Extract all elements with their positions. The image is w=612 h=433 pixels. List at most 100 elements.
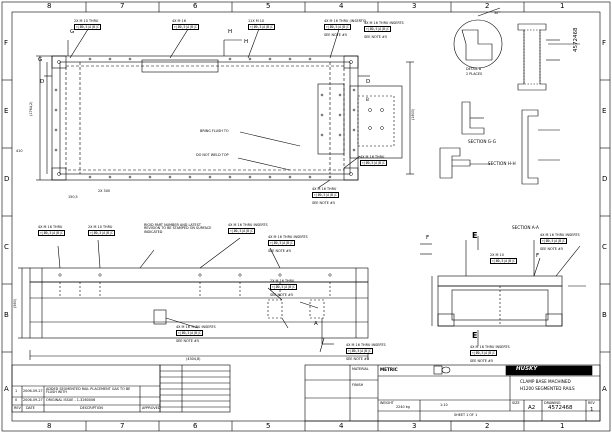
callout-front-5: 4X M 16 THRU INSERTS — [268, 235, 308, 239]
title-line-2: H1200 SEGMENTED RAILS — [520, 386, 575, 391]
detail-b-scale: 2 PLACES — [466, 72, 483, 76]
fcf-frame: ⌖|Ø0,5|A|B|C — [268, 240, 295, 246]
dim-top-inner: (1800) — [411, 108, 415, 120]
dim-top-height: (1764,2) — [29, 101, 33, 116]
rev-0-date: 2006-09-27 — [23, 398, 43, 402]
front-view-body — [29, 281, 369, 339]
zone-bottom-1: 1 — [560, 422, 565, 430]
fcf-frame: ⌖|Ø0,5|A|B|C — [490, 258, 517, 264]
top-view-outline — [51, 55, 359, 181]
zone-left-c: C — [4, 243, 9, 251]
fcf-frame: ⌖|Ø0,5|A|B|C — [172, 24, 199, 30]
zone-bottom-6: 6 — [193, 422, 198, 430]
section-f-outline — [521, 109, 539, 185]
section-mark-a: A — [314, 321, 318, 327]
rev-label: REV — [588, 401, 595, 405]
rev-header-desc: DESCRIPTION — [80, 406, 103, 410]
callout-top-7: SEE NOTE #5 — [364, 35, 388, 39]
rev-header-date: DATE — [26, 406, 35, 410]
title-block — [304, 364, 601, 422]
fcf-frame: ⌖|Ø0,5|A|B|C — [364, 26, 391, 32]
zone-bottom-5: 5 — [266, 422, 271, 430]
callout-a-5: SEE NOTE #5 — [470, 359, 494, 363]
zone-right-e: E — [602, 107, 607, 115]
material-label: MATERIAL — [352, 367, 369, 371]
rev-0-desc: ORIGINAL ISSUE - 1-3260006 — [46, 398, 96, 402]
section-mark-e2: E — [472, 331, 478, 340]
detail-angle: 30° — [494, 11, 501, 15]
zone-top-7: 7 — [120, 2, 125, 10]
dim-front-height: (560) — [13, 298, 17, 308]
zone-right-a: A — [602, 385, 607, 393]
zone-left-f: F — [4, 39, 9, 47]
section-mark-d1: D — [40, 79, 45, 85]
rev-value: 1 — [590, 407, 594, 413]
weight-value: 2240 kg — [396, 405, 410, 409]
section-mark-g2: G — [38, 57, 43, 63]
callout-top-3: 11X M 10 — [248, 19, 265, 23]
callout-top-13: 4X M 16 THRU — [360, 155, 385, 159]
callout-a-4: 4X M 16 THRU INSERTS — [470, 345, 510, 349]
zone-bottom-8: 8 — [47, 422, 52, 430]
zone-top-3: 3 — [412, 2, 417, 10]
dim-top-150: 150,5 — [68, 195, 78, 199]
drawing-number-vertical: 4572468 — [573, 27, 579, 53]
callout-front-8: SEE NOTE #5 — [270, 293, 294, 297]
zone-top-5: 5 — [266, 2, 271, 10]
title-line-1: CLAMP BASE MACHINED — [520, 379, 571, 384]
callout-a-3: SEE NOTE #5 — [540, 247, 564, 251]
detail-b-circle — [453, 19, 503, 69]
section-h-label: SECTION H-H — [488, 161, 516, 166]
sheet-value: SHEET 1 OF 1 — [454, 413, 478, 417]
rev-header-approved: APPROVED — [142, 406, 161, 410]
fcf-frame: ⌖|Ø0,5|A|B|C — [346, 348, 373, 354]
company-logo: HUSKY — [516, 366, 538, 372]
zone-right-d: D — [602, 175, 608, 183]
callout-top-11: 4X M 16 THRU — [312, 187, 337, 191]
detail-mark-b: B — [366, 97, 369, 102]
section-g-outline — [517, 23, 547, 91]
section-a-label: SECTION A-A — [512, 225, 539, 230]
fcf-frame: ⌖|Ø0,5|A|B|C — [470, 350, 497, 356]
dim-top-410: 410 — [16, 149, 23, 153]
rev-0-rev: 0 — [15, 398, 18, 402]
weight-label: WEIGHT — [380, 401, 394, 405]
scale-value: 1:10 — [440, 403, 448, 407]
fcf-frame: ⌖|Ø0,5|A|B|C — [312, 192, 339, 198]
callout-a-1: 4X M 16 THRU INSERTS — [540, 233, 580, 237]
section-g-label: SECTION G-G — [468, 139, 496, 144]
section-mark-f1: F — [426, 235, 430, 241]
section-mark-f2: F — [536, 253, 540, 259]
size-label: SIZE — [512, 401, 520, 405]
zone-left-d: D — [4, 175, 10, 183]
fcf-frame: ⌖|Ø0,5|A|B|C — [88, 230, 115, 236]
callout-top-2: 4X M 16 — [172, 19, 186, 23]
callout-front-12: SEE NOTE #5 — [346, 357, 370, 361]
zone-right-b: B — [602, 311, 607, 319]
callout-top-5: SEE NOTE #5 — [324, 33, 348, 37]
zone-bottom-4: 4 — [339, 422, 344, 430]
zone-bottom-3: 3 — [412, 422, 417, 430]
zone-right-f: F — [602, 39, 607, 47]
fcf-frame: ⌖|Ø0,5|A|B|C — [38, 230, 65, 236]
fcf-frame: ⌖|Ø0,5|A|B|C — [540, 238, 567, 244]
callout-front-11: 4X M 16 THRU INSERTS — [346, 343, 386, 347]
callout-front-10: SEE NOTE #5 — [176, 339, 200, 343]
zone-bottom-7: 7 — [120, 422, 125, 430]
callout-front-1: 4X M 16 THRU — [38, 225, 63, 229]
fcf-frame: ⌖|Ø0,5|A|B|C — [176, 330, 203, 336]
metric-label: METRIC — [380, 367, 398, 372]
callout-top-9: DO NOT WELD TOP — [196, 153, 229, 157]
callout-front-9: 4X M 16 THRU INSERTS — [176, 325, 216, 329]
section-mark-g1: G — [70, 29, 75, 35]
callout-front-4: 4X M 16 THRU INSERTS — [228, 223, 268, 227]
inner-border — [11, 11, 601, 422]
callout-front-2: 2X M 10 THRU — [88, 225, 113, 229]
section-mark-e1: E — [472, 231, 478, 240]
callout-front-7: 2X M 16 THRU — [270, 279, 295, 283]
section-mark-h1: H — [228, 29, 233, 35]
zone-left-e: E — [4, 107, 9, 115]
zone-left-a: A — [4, 385, 9, 393]
fcf-frame: ⌖|Ø0,5|A|B|C — [270, 284, 297, 290]
zone-top-2: 2 — [485, 2, 490, 10]
